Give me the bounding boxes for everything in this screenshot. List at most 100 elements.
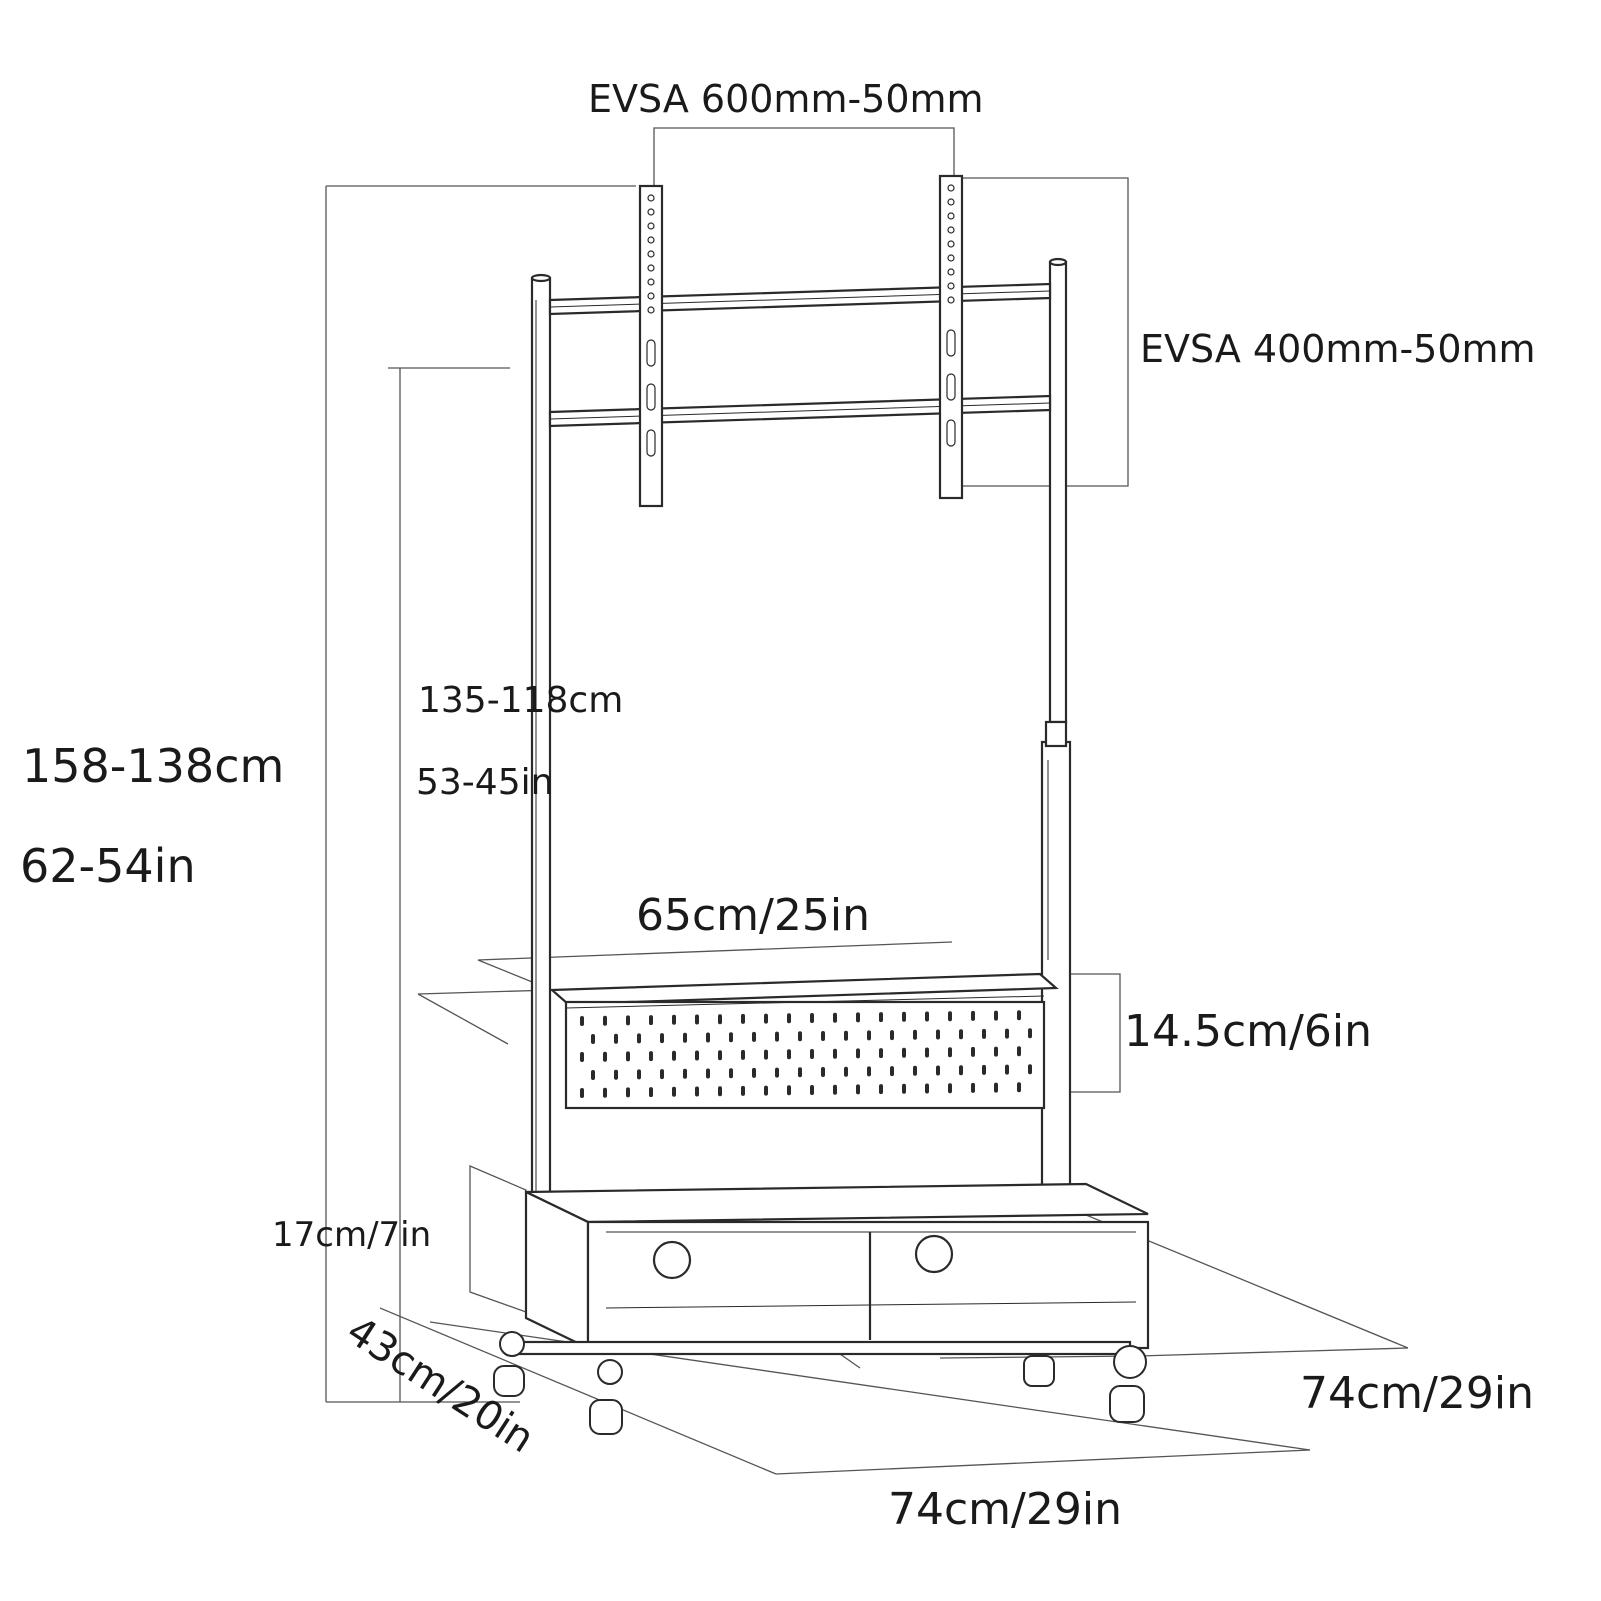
peg-hole bbox=[948, 1047, 952, 1058]
peg-hole bbox=[971, 1010, 975, 1021]
peg-hole bbox=[660, 1033, 664, 1044]
peg-hole bbox=[994, 1010, 998, 1021]
peg-hole bbox=[718, 1014, 722, 1025]
peg-hole bbox=[821, 1067, 825, 1077]
stand-structure bbox=[518, 174, 1150, 1356]
peg-hole bbox=[971, 1046, 975, 1057]
peg-hole bbox=[879, 1048, 883, 1059]
pegboard-panel bbox=[564, 1000, 1046, 1110]
vesa-vertical-label: EVSA 400mm-50mm bbox=[1140, 327, 1536, 371]
peg-hole bbox=[1017, 1046, 1021, 1057]
peg-hole bbox=[833, 1048, 837, 1059]
peg-hole bbox=[1028, 1064, 1032, 1075]
peg-hole bbox=[856, 1084, 860, 1095]
peg-hole bbox=[1017, 1082, 1021, 1093]
peg-hole bbox=[764, 1049, 768, 1060]
peg-hole bbox=[672, 1014, 676, 1025]
peg-hole bbox=[603, 1015, 607, 1026]
peg-hole bbox=[879, 1012, 883, 1023]
peg-hole bbox=[798, 1031, 802, 1042]
peg-hole bbox=[752, 1067, 756, 1078]
peg-hole bbox=[580, 1052, 584, 1062]
peg-hole bbox=[948, 1083, 952, 1094]
caster-front-right bbox=[1109, 1345, 1147, 1423]
peg-hole bbox=[856, 1048, 860, 1059]
peg-hole bbox=[672, 1086, 676, 1097]
peg-hole bbox=[833, 1084, 837, 1095]
width-bottom-label: 74cm/29in bbox=[888, 1484, 1122, 1535]
peg-hole bbox=[810, 1013, 814, 1023]
peg-hole bbox=[626, 1015, 630, 1026]
casters bbox=[493, 1331, 1147, 1435]
peg-hole bbox=[603, 1087, 607, 1098]
peg-hole bbox=[844, 1066, 848, 1077]
mount-height-cm-label: 135-118cm bbox=[418, 680, 623, 721]
peg-hole bbox=[729, 1068, 733, 1079]
peg-hole bbox=[856, 1012, 860, 1023]
peg-hole bbox=[626, 1087, 630, 1098]
peg-hole bbox=[775, 1031, 779, 1042]
peg-hole bbox=[764, 1085, 768, 1096]
peg-hole bbox=[626, 1051, 630, 1062]
peg-hole bbox=[729, 1032, 733, 1043]
cabinet-height-label: 17cm/7in bbox=[272, 1215, 431, 1255]
peg-hole bbox=[982, 1064, 986, 1075]
mount-height-in-label: 53-45in bbox=[416, 762, 553, 803]
peg-hole bbox=[810, 1085, 814, 1095]
base-frame bbox=[518, 1340, 1132, 1356]
peg-hole bbox=[913, 1065, 917, 1076]
peg-hole bbox=[649, 1015, 653, 1026]
peg-hole bbox=[580, 1016, 584, 1026]
peg-hole bbox=[752, 1031, 756, 1042]
peg-hole bbox=[603, 1051, 607, 1062]
cabinet-top bbox=[525, 1182, 1149, 1224]
peg-hole bbox=[695, 1086, 699, 1097]
peg-hole bbox=[902, 1047, 906, 1058]
peg-hole bbox=[810, 1049, 814, 1059]
peg-hole bbox=[637, 1033, 641, 1044]
peg-hole bbox=[925, 1047, 929, 1058]
peg-hole bbox=[660, 1069, 664, 1080]
peg-hole bbox=[798, 1067, 802, 1078]
peg-hole bbox=[787, 1013, 791, 1024]
peg-hole bbox=[936, 1029, 940, 1040]
vesa-horizontal-label: EVSA 600mm-50mm bbox=[588, 77, 984, 121]
peg-hole bbox=[695, 1014, 699, 1025]
right-pole-lower bbox=[1040, 740, 1072, 1198]
peg-hole bbox=[902, 1011, 906, 1022]
peg-hole bbox=[890, 1030, 894, 1041]
shelf-height-label: 14.5cm/6in bbox=[1124, 1006, 1372, 1057]
peg-hole bbox=[867, 1066, 871, 1077]
peg-hole bbox=[614, 1033, 618, 1044]
peg-hole bbox=[775, 1067, 779, 1078]
peg-hole bbox=[890, 1066, 894, 1077]
peg-hole bbox=[994, 1046, 998, 1057]
left-pole bbox=[530, 276, 552, 1198]
cable-hole-right bbox=[914, 1234, 954, 1274]
peg-hole bbox=[683, 1032, 687, 1043]
peg-hole bbox=[1028, 1028, 1032, 1039]
peg-hole bbox=[591, 1034, 595, 1044]
peg-hole bbox=[718, 1050, 722, 1061]
cabinet-front bbox=[586, 1220, 1150, 1350]
peg-hole bbox=[741, 1085, 745, 1096]
peg-hole bbox=[821, 1031, 825, 1041]
peg-hole bbox=[925, 1083, 929, 1094]
peg-hole bbox=[971, 1082, 975, 1093]
caster-back-right bbox=[1023, 1355, 1055, 1387]
total-height-cm-label: 158-138cm bbox=[22, 739, 284, 793]
pegboard-holes bbox=[580, 1010, 1032, 1098]
vesa-holes bbox=[646, 184, 956, 457]
peg-hole bbox=[959, 1029, 963, 1040]
peg-hole bbox=[764, 1013, 768, 1024]
peg-hole bbox=[994, 1082, 998, 1093]
peg-hole bbox=[902, 1083, 906, 1094]
left-vesa-plate bbox=[638, 184, 664, 508]
peg-hole bbox=[718, 1086, 722, 1097]
peg-hole bbox=[1005, 1064, 1009, 1075]
shelf-width-label: 65cm/25in bbox=[636, 890, 870, 941]
peg-hole bbox=[867, 1030, 871, 1041]
cable-hole-left bbox=[652, 1240, 692, 1280]
peg-hole bbox=[649, 1087, 653, 1098]
